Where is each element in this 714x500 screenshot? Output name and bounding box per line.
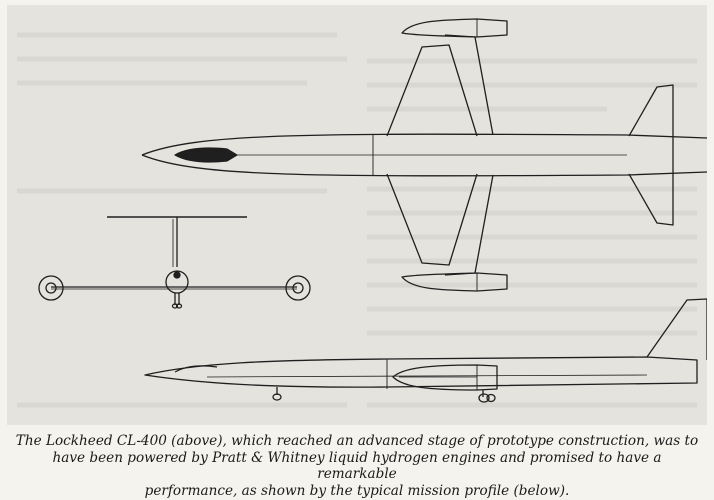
- front-engine-left: [38, 275, 64, 301]
- front-fuselage: [165, 270, 189, 294]
- plan-wing-lower-outer: [444, 174, 494, 276]
- front-view: [38, 216, 311, 309]
- plan-view: [141, 18, 707, 292]
- plan-tail: [628, 84, 674, 226]
- plan-engine-lower: [401, 272, 508, 292]
- plan-wing-upper-outer: [444, 34, 494, 136]
- plan-fuselage: [141, 133, 707, 177]
- aircraft-drawing-figure: [7, 5, 707, 425]
- caption-line: have been powered by Pratt & Whitney liq…: [52, 449, 662, 483]
- front-engine-right: [285, 275, 311, 301]
- side-fuselage: [144, 356, 698, 388]
- side-view: [144, 298, 707, 403]
- side-nose-wheel: [272, 393, 282, 401]
- plan-canopy: [174, 147, 238, 163]
- plan-engine-upper: [401, 18, 508, 38]
- plan-wing-upper: [386, 44, 478, 137]
- figure-caption: The Lockheed CL-400 (above), which reach…: [14, 433, 700, 499]
- caption-line: The Lockheed CL-400 (above), which reach…: [15, 433, 699, 449]
- side-fin: [646, 298, 707, 360]
- side-canopy: [174, 365, 218, 373]
- caption-line: performance, as shown by the typical mis…: [144, 482, 570, 499]
- three-view-drawing: [17, 18, 707, 408]
- bleed-through-text: [17, 32, 697, 408]
- side-engine: [392, 364, 498, 391]
- plan-wing-lower: [386, 173, 478, 266]
- side-main-wheel: [478, 393, 490, 403]
